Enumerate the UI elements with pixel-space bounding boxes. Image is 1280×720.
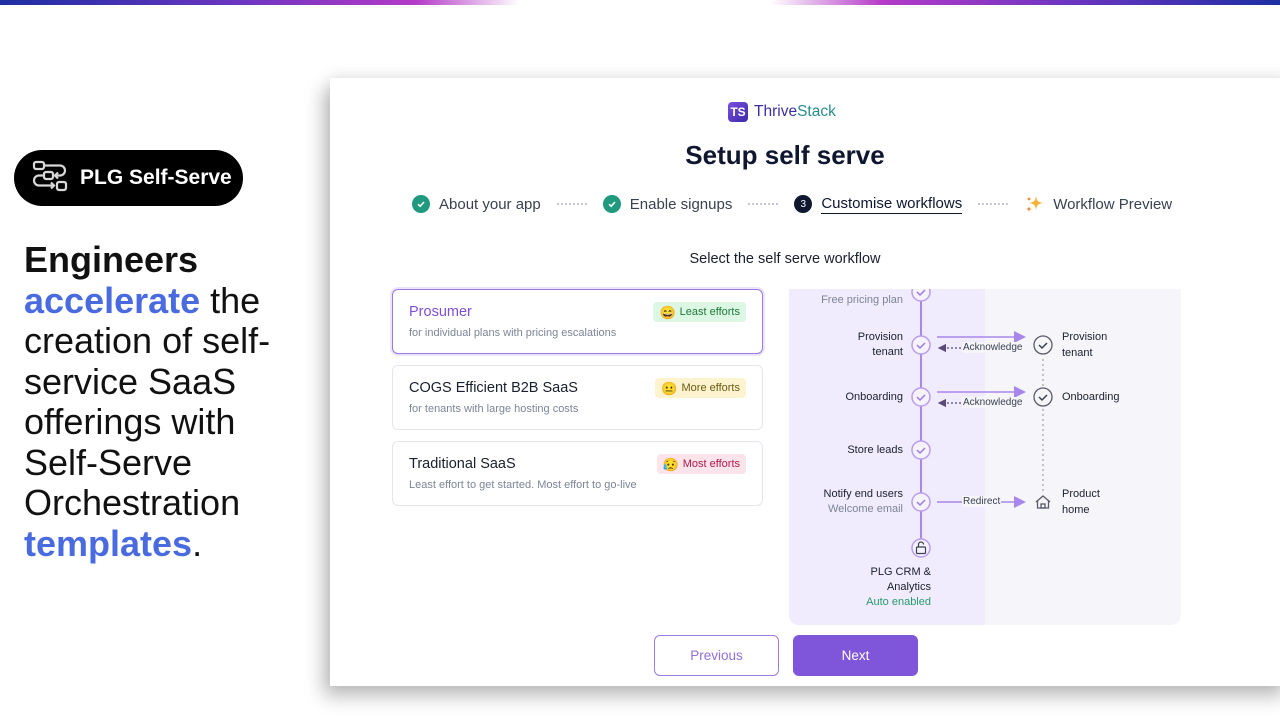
headline-period: . <box>192 522 203 564</box>
sad-face-icon: 😥 <box>662 456 679 472</box>
right-node-product-home: Product home <box>1062 486 1100 518</box>
badge-label: PLG Self-Serve <box>80 166 232 189</box>
node-label: Analytics <box>886 581 931 593</box>
section-subtitle: Select the self serve workflow <box>689 251 881 267</box>
previous-button[interactable]: Previous <box>654 635 779 676</box>
sparkle-icon <box>1026 196 1044 212</box>
effort-badge: 😄 Least efforts <box>653 302 746 322</box>
check-icon <box>602 195 621 213</box>
unlock-icon <box>915 541 927 555</box>
node-onboarding: Onboarding <box>845 391 904 403</box>
node-label: tenant <box>1062 347 1093 359</box>
brand-logo: TS <box>728 102 748 122</box>
option-title: Traditional SaaS <box>409 456 516 472</box>
node-label: Product <box>1062 488 1100 500</box>
top-gradient-bar-right <box>770 0 1280 5</box>
badge-label: Most efforts <box>682 458 740 470</box>
headline-accelerate: accelerate <box>24 279 201 321</box>
next-button[interactable]: Next <box>793 635 918 676</box>
node-sublabel: Welcome email <box>828 503 903 515</box>
node-provision-tenant: Provision tenant <box>858 330 903 360</box>
workflow-diagram: Free pricing plan Provision tenant Onboa… <box>789 289 1181 625</box>
grinning-face-icon: 😄 <box>659 304 676 320</box>
step-label: Workflow Preview <box>1053 195 1173 213</box>
option-traditional-saas[interactable]: Traditional SaaS Least effort to get sta… <box>392 441 763 506</box>
node-plg-crm-analytics: PLG CRM & Analytics Auto enabled <box>866 565 931 610</box>
step-enable-signups[interactable]: Enable signups <box>602 195 733 213</box>
option-desc: for individual plans with pricing escala… <box>409 327 617 339</box>
step-number: 3 <box>794 195 813 213</box>
top-gradient-bar-left <box>0 0 520 5</box>
step-customise-workflows[interactable]: 3 Customise workflows <box>794 194 963 214</box>
option-prosumer[interactable]: Prosumer for individual plans with prici… <box>392 289 763 354</box>
effort-badge: 😥 Most efforts <box>656 454 746 474</box>
brand-name: ThriveStack <box>754 103 836 121</box>
option-title: Prosumer <box>409 304 472 320</box>
option-title: COGS Efficient B2B SaaS <box>409 380 578 396</box>
badge-label: More efforts <box>681 382 741 394</box>
edge-acknowledge-2: Acknowledge <box>962 397 1024 408</box>
node-notify-end-users: Notify end users Welcome email <box>824 487 903 517</box>
brand: TS ThriveStack <box>728 102 836 122</box>
step-label: About your app <box>439 195 541 213</box>
step-label: Enable signups <box>629 195 733 213</box>
step-connector <box>748 203 779 205</box>
check-icon <box>412 195 430 213</box>
edge-acknowledge-1: Acknowledge <box>962 342 1024 353</box>
right-node-onboarding: Onboarding <box>1062 391 1120 403</box>
edge-redirect: Redirect <box>962 496 1002 507</box>
badge-label: Least efforts <box>679 306 740 318</box>
step-about-your-app[interactable]: About your app <box>412 195 541 213</box>
right-node-provision-tenant: Provision tenant <box>1062 329 1107 361</box>
effort-badge: 😐 More efforts <box>655 378 746 398</box>
diagram-left-panel <box>789 289 985 625</box>
diagram-lines <box>911 289 1053 558</box>
home-icon <box>1035 495 1051 509</box>
step-workflow-preview[interactable]: Workflow Preview <box>1024 194 1172 214</box>
neutral-face-icon: 😐 <box>661 380 678 396</box>
stepper: About your app Enable signups 3 Customis… <box>412 194 1172 214</box>
plg-self-serve-badge: PLG Self-Serve <box>14 150 243 206</box>
step-connector <box>556 203 587 205</box>
option-desc: Least effort to get started. Most effort… <box>409 479 637 491</box>
headline-body: the creation of self-service SaaS offeri… <box>24 279 271 523</box>
workflow-icon <box>32 160 68 192</box>
node-store-leads: Store leads <box>847 444 903 456</box>
node-free-pricing-plan: Free pricing plan <box>821 294 903 306</box>
node-label: PLG CRM & <box>870 566 931 578</box>
node-label: Provision <box>1062 331 1108 343</box>
option-desc: for tenants with large hosting costs <box>409 403 579 415</box>
step-connector <box>978 203 1009 205</box>
node-label: tenant <box>872 346 903 358</box>
headline-templates: templates <box>24 522 193 564</box>
headline: Engineers accelerate the creation of sel… <box>24 239 314 564</box>
headline-engineers: Engineers <box>24 239 199 280</box>
app-screenshot-card: TS ThriveStack Setup self serve About yo… <box>330 78 1280 686</box>
page-title: Setup self serve <box>685 140 885 170</box>
brand-name-part1: Thrive <box>754 103 798 120</box>
option-cogs-efficient-b2b-saas[interactable]: COGS Efficient B2B SaaS for tenants with… <box>392 365 763 430</box>
node-sublabel: Auto enabled <box>866 596 931 608</box>
step-label: Customise workflows <box>821 194 963 214</box>
node-label: Provision <box>857 331 903 343</box>
node-label: Notify end users <box>823 488 903 500</box>
brand-name-part2: Stack <box>797 103 836 120</box>
node-label: home <box>1062 504 1090 516</box>
